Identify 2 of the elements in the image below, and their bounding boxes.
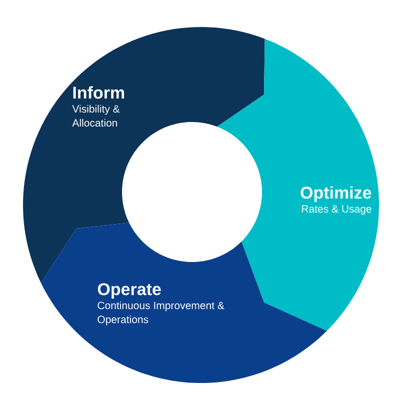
ring-segment: Inform Visibility & Allocation: [23, 27, 265, 284]
ring-segment: Operate Continuous Improvement & Operations: [41, 222, 327, 383]
